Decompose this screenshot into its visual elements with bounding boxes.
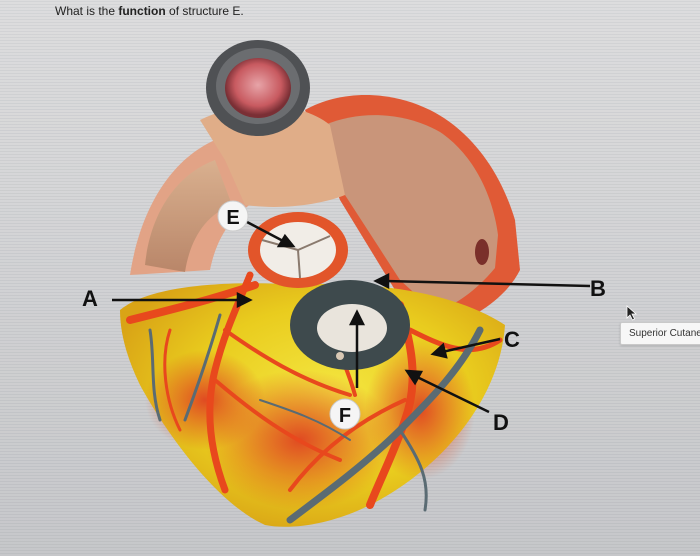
right-atrium-cavity [325, 115, 498, 312]
left-atrium-cavity [145, 160, 232, 272]
question-prefix: What is the [55, 4, 119, 18]
label-c: C [504, 327, 520, 352]
question-bold: function [118, 4, 166, 18]
question-suffix: of structure E. [165, 4, 244, 18]
aorta-lumen [225, 58, 291, 118]
hover-tooltip: Superior Cutaneous [620, 322, 700, 345]
structure-f-valve [317, 304, 387, 352]
label-f: F [339, 405, 351, 427]
cardiac-veins [148, 313, 484, 524]
label-f-bubble [329, 398, 361, 430]
label-a: A [82, 286, 98, 311]
label-d: D [493, 410, 509, 435]
label-e: E [226, 207, 239, 229]
question-text: What is the function of structure E. [55, 4, 244, 18]
pointer-lines [112, 220, 591, 414]
label-e-bubble [217, 200, 249, 232]
arrow-pointer-icon [626, 305, 638, 321]
label-b: B [590, 276, 606, 301]
vessel-opening [475, 239, 489, 265]
